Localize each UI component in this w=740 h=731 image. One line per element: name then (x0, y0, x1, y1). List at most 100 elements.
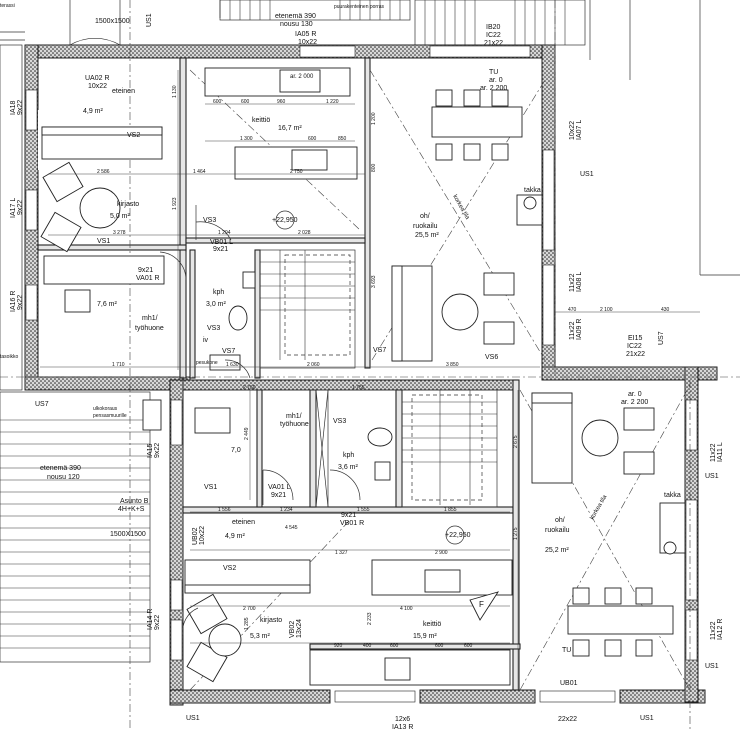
svg-text:1 555: 1 555 (357, 507, 370, 513)
ia17-dim: 9x22 (17, 200, 24, 215)
ar2200-top-label: ar. 2 200 (480, 85, 507, 92)
ia18-label: IA18 (10, 100, 17, 115)
va01-dim: 9x21 (138, 267, 153, 274)
ar0-b: ar. 0 (628, 391, 642, 398)
furniture-unit-b (142, 392, 686, 686)
ib20-dim2: 21x22 (484, 40, 503, 47)
elev-a: +22,950 (272, 217, 298, 224)
vb02-dim: 13x24 (296, 619, 303, 638)
tu-top-label: TU (489, 69, 498, 76)
c2200-label: 22x22 (558, 716, 577, 723)
va01-name: VA01 R (136, 275, 160, 282)
tasoikko-label: tasoikko (0, 354, 19, 360)
dimension-lines (40, 70, 700, 690)
svg-text:470: 470 (568, 307, 577, 313)
ia09-dim: 11x22 (569, 321, 576, 340)
svg-text:2 060: 2 060 (307, 362, 320, 368)
va01-b: VA01 L (268, 484, 291, 491)
ib20-dim: IC22 (486, 32, 501, 39)
ia14-dim: 9x22 (154, 615, 161, 630)
us7-a-right: US7 (658, 331, 665, 345)
svg-text:1 275: 1 275 (513, 527, 519, 540)
vb01-b: VB01 R (340, 520, 364, 527)
ia11-dim: 11x22 (710, 443, 717, 462)
ua02-dim: 10x22 (88, 83, 107, 90)
svg-text:1 200: 1 200 (371, 112, 377, 125)
keittio-area: 16,7 m² (278, 125, 302, 132)
kirjasto-label: kirjasto (117, 201, 139, 208)
us1-b-bottom: US1 (186, 715, 200, 722)
svg-text:4 100: 4 100 (400, 606, 413, 612)
vb01-dim: 9x21 (213, 246, 228, 253)
svg-text:800: 800 (371, 163, 377, 172)
ia15-dim: 9x22 (154, 443, 161, 458)
elev-b: +22,950 (445, 532, 471, 539)
ia12-label: IA12 R (717, 619, 724, 640)
vb01-label: VB01 L (210, 239, 233, 246)
windows (25, 45, 698, 703)
svg-text:2 100: 2 100 (600, 307, 613, 313)
svg-text:4 545: 4 545 (285, 525, 298, 531)
ruokailu-area: 25,5 m² (415, 232, 439, 239)
kph-area-b: 3,6 m² (338, 464, 359, 471)
kph-label: kph (213, 289, 224, 296)
puurakenteinen-label: puurakenteinen porras (334, 4, 385, 10)
vs7-a: VS7 (222, 348, 235, 355)
us1-b-right: US1 (705, 473, 719, 480)
svg-text:F: F (479, 600, 484, 609)
ia05-dim: 10x22 (298, 39, 317, 46)
ia16-label: IA16 R (10, 291, 17, 312)
svg-text:2 750: 2 750 (243, 385, 256, 391)
kirjasto-b: kirjasto (260, 617, 282, 624)
tyohuone-b: työhuone (280, 421, 309, 428)
svg-text:1 923: 1 923 (172, 197, 178, 210)
svg-text:1 130: 1 130 (172, 85, 178, 98)
ruokailu-label: ruokailu (413, 223, 438, 230)
kirjasto-area-b: 5,3 m² (250, 633, 271, 640)
svg-text:400: 400 (363, 643, 372, 649)
ia07-label: IA07 L (576, 120, 583, 140)
svg-text:1 855: 1 855 (444, 507, 457, 513)
keittio-b: keittiö (423, 621, 441, 628)
dimension-texts: 600 600 960 1 220 1 300 600 850 2 586 1 … (97, 85, 670, 649)
kph-b: kph (343, 452, 354, 459)
ia16-dim: 9x22 (17, 295, 24, 310)
furniture-unit-a (40, 67, 543, 371)
keittio-label: keittiö (252, 117, 270, 124)
korkea-tila-label: korkea tila (451, 194, 470, 221)
etenema-top: etenemä 390 (275, 13, 316, 20)
svg-text:2 449: 2 449 (244, 427, 250, 440)
asunto-type: 4H+K+S (118, 506, 145, 513)
stair-top-size: 1500x1500 (95, 18, 130, 25)
ia13-dim: 12x6 (395, 716, 410, 723)
vb02-label: VB02 (289, 621, 296, 638)
svg-text:430: 430 (661, 307, 670, 313)
oh-b: oh/ (555, 517, 565, 524)
upper-stair-features (0, 0, 740, 276)
svg-text:1 755: 1 755 (352, 385, 365, 391)
stairs-unit-a (259, 249, 356, 369)
ei15-dim: IC22 (627, 343, 642, 350)
svg-text:2 233: 2 233 (367, 612, 373, 625)
ia09-label: IA09 R (576, 319, 583, 340)
svg-text:600: 600 (390, 643, 399, 649)
labels-side: IA17 L 9x22 IA16 R 9x22 IA18 9x22 11x22 … (0, 100, 724, 731)
us1-a-right: US1 (580, 171, 594, 178)
terassi-label: terassi (0, 3, 15, 9)
svg-text:1 464: 1 464 (193, 169, 206, 175)
vs3-a: VS3 (203, 217, 216, 224)
ia17-label: IA17 L (10, 198, 17, 218)
vs1-a: VS1 (97, 238, 110, 245)
ia13-label: IA13 R (392, 724, 413, 731)
ub02-dim: 10x22 (199, 526, 206, 545)
ia11-label: IA11 L (717, 442, 724, 462)
svg-text:2 028: 2 028 (298, 230, 311, 236)
keittio-area-b: 15,9 m² (413, 633, 437, 640)
asunto-label: Asunto B (120, 498, 149, 505)
mh-label: mh1/ (142, 315, 158, 322)
svg-text:2 900: 2 900 (435, 550, 448, 556)
svg-text:3 850: 3 850 (446, 362, 459, 368)
us1-top: US1 (146, 13, 153, 27)
vs3-a-kph: VS3 (207, 325, 220, 332)
